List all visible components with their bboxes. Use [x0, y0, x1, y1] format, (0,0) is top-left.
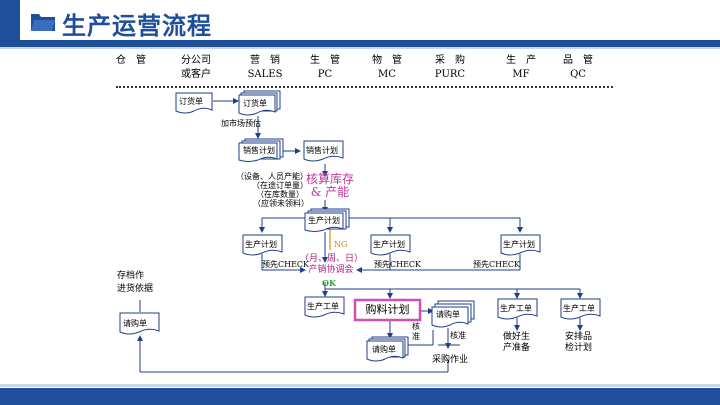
archive-label: 存档作 进货依据	[117, 271, 154, 294]
prod-plan-label-main: 生产计划	[308, 216, 340, 225]
sales-plan-label-1: 销售计划	[243, 146, 275, 155]
sales-plan-doc-2	[303, 140, 344, 162]
footer-band-light	[0, 384, 720, 387]
purchase-plan-box: 购料计划	[365, 303, 410, 316]
meeting-label: （月、周、日） 产销协调会	[300, 254, 364, 275]
header-band-light	[0, 47, 720, 49]
folder-icon	[31, 14, 55, 31]
header-accent	[0, 0, 20, 47]
column-header-branch: 分公司或客户	[181, 55, 211, 80]
market-forecast-label: 加市场预估	[221, 119, 261, 128]
work-order-label-qc: 生产工单	[563, 304, 595, 313]
requisition-label-purc: 请购单	[436, 310, 460, 319]
prod-plan-doc-mid	[370, 234, 411, 256]
check-stock-label: 核算库存 & 产能	[305, 172, 354, 199]
prod-plan-doc-main	[304, 208, 350, 232]
equip-label-4: （应领未领料）	[253, 199, 309, 208]
prod-plan-doc-right	[500, 234, 541, 256]
work-order-doc-qc	[560, 298, 601, 320]
requisition-doc-purc	[431, 300, 475, 328]
qc-plan-label: 安排品 检计划	[565, 332, 593, 353]
order-doc-1	[175, 92, 213, 114]
order-label-1: 订货单	[179, 97, 203, 106]
page-title: 生产运营流程	[62, 12, 212, 40]
requisition-label-wh: 请购单	[123, 319, 147, 328]
sales-plan-label-2: 销售计划	[306, 146, 338, 155]
approve-label-1: 核 准	[412, 322, 420, 341]
prod-plan-label-mid: 生产计划	[373, 240, 405, 249]
footer-bar	[0, 388, 720, 405]
column-divider	[116, 86, 613, 88]
prep-label: 做好生 产准备	[503, 332, 531, 353]
order-doc-2	[238, 90, 281, 116]
requisition-label-mc: 请购单	[372, 345, 396, 354]
prod-plan-label-right: 生产计划	[503, 240, 535, 249]
precheck-left-label: 预先CHECK	[262, 260, 310, 269]
column-header-warehouse: 仓 管	[116, 55, 146, 66]
prod-plan-doc-left	[242, 234, 283, 256]
requisition-doc-wh	[119, 312, 160, 335]
header-bar	[0, 0, 720, 44]
ok-label: OK	[322, 278, 336, 288]
requisition-doc-mc	[366, 336, 409, 362]
order-label-2: 订货单	[243, 99, 267, 108]
work-order-label-mf: 生产工单	[500, 304, 532, 313]
sales-plan-doc-1	[238, 138, 284, 162]
equip-label-1: （设备、人员产能）	[236, 172, 308, 181]
equip-label-3: （在库数量）	[256, 190, 304, 199]
work-order-label-pc: 生产工单	[307, 302, 339, 311]
precheck-right-label: 预先CHECK	[473, 260, 521, 269]
work-order-doc-mf	[497, 298, 538, 320]
ng-label: NG	[334, 240, 348, 249]
work-order-doc-pc	[304, 296, 345, 318]
precheck-mid-label: 预先CHECK	[374, 260, 422, 269]
purchase-op-label: 采购作业	[432, 355, 469, 365]
prod-plan-label-left: 生产计划	[245, 240, 277, 249]
header-band	[20, 40, 720, 47]
approve-label-2: 核准	[450, 331, 466, 340]
equip-label-2: （在途订单量）	[252, 181, 308, 190]
